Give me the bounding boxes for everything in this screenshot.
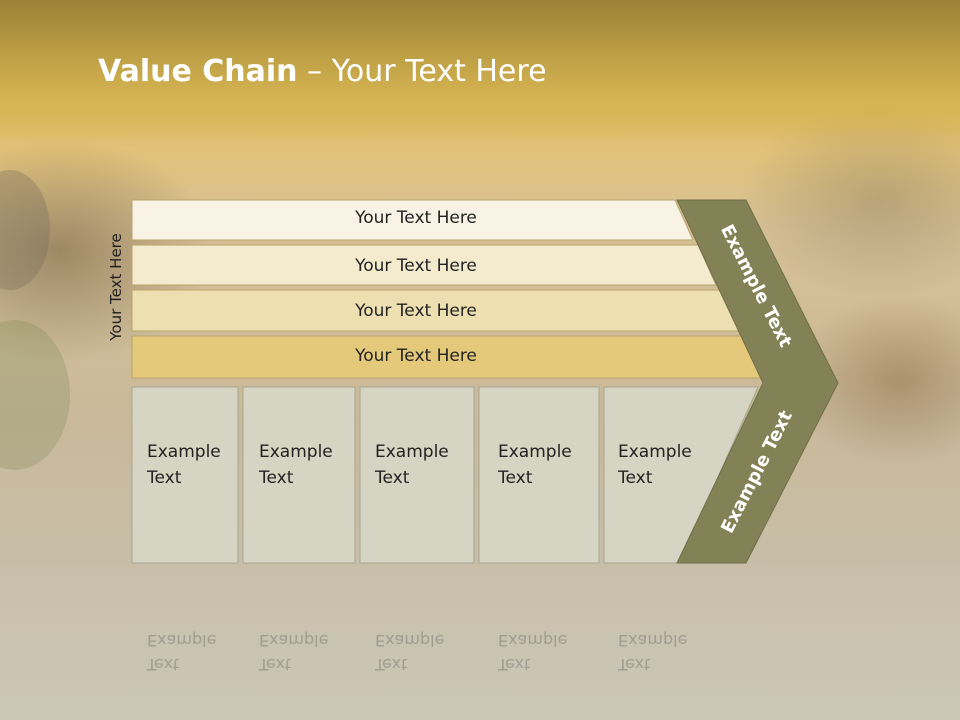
box-text-3: Example Text: [375, 439, 449, 491]
chevron-arrow[interactable]: [676, 199, 839, 564]
box-text-2: Example Text: [259, 439, 333, 491]
box-text-5-line2: Text: [618, 468, 653, 488]
row-shape-1[interactable]: [131, 199, 694, 241]
row-label-3: Your Text Here: [355, 301, 477, 321]
box-text-1-line1: Example: [147, 442, 221, 462]
box-text-5-line1: Example: [618, 442, 692, 462]
box-text-1: Example Text: [147, 439, 221, 491]
box-text-4-line1: Example: [498, 442, 572, 462]
header-band: [0, 0, 960, 140]
box-text-2-line2: Text: [259, 468, 294, 488]
box-shape-2[interactable]: [242, 386, 356, 564]
box-text-4: Example Text: [498, 439, 572, 491]
box-text-5: Example Text: [618, 439, 692, 491]
row-label-1: Your Text Here: [355, 208, 477, 228]
title-bold: Value Chain: [98, 54, 298, 89]
row-shape-2[interactable]: [131, 244, 717, 286]
title-rest: – Your Text Here: [297, 54, 547, 89]
box-text-4-line2: Text: [498, 468, 533, 488]
row-label-4: Your Text Here: [355, 346, 477, 366]
slide-title: Value Chain – Your Text Here: [98, 54, 547, 89]
box-text-3-line1: Example: [375, 442, 449, 462]
row-label-2: Your Text Here: [355, 256, 477, 276]
box-text-3-line2: Text: [375, 468, 410, 488]
box-text-2-line1: Example: [259, 442, 333, 462]
box-shape-3[interactable]: [359, 386, 475, 564]
footer-fade: [0, 560, 960, 720]
box-text-1-line2: Text: [147, 468, 182, 488]
box-shape-1[interactable]: [131, 386, 239, 564]
box-shape-4[interactable]: [478, 386, 600, 564]
